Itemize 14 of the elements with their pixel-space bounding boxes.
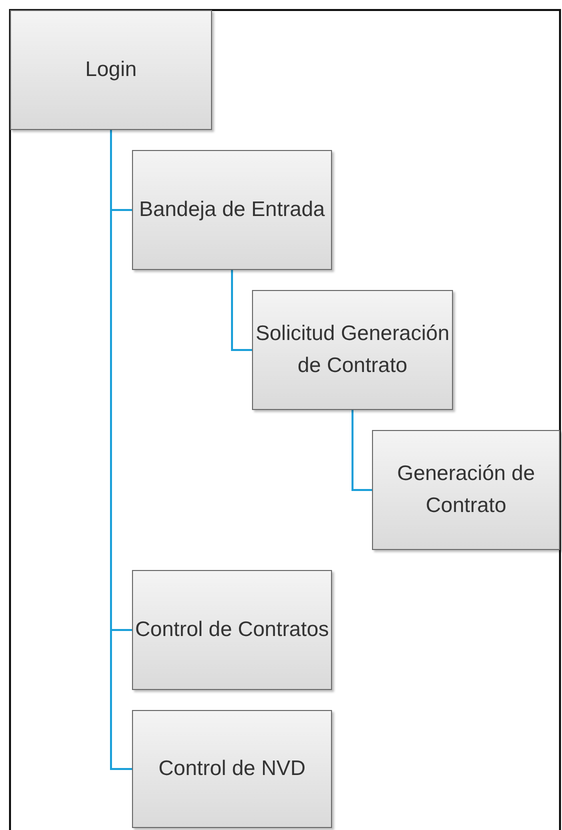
box-label: Bandeja de Entrada xyxy=(139,197,325,223)
page-box xyxy=(132,150,332,270)
connector-line xyxy=(352,410,372,491)
box-label: Solicitud Generación de Contrato xyxy=(254,321,450,379)
box-label: Control de Contratos xyxy=(135,617,329,643)
page-box xyxy=(10,10,212,130)
page-box xyxy=(252,290,453,410)
page-box xyxy=(372,430,560,550)
page-box xyxy=(132,570,332,690)
page-box xyxy=(132,710,332,828)
box-label: Control de NVD xyxy=(158,756,306,782)
box-label: Login xyxy=(85,57,137,83)
box-label: Generación de Contrato xyxy=(396,461,536,519)
connector-line xyxy=(231,270,252,351)
